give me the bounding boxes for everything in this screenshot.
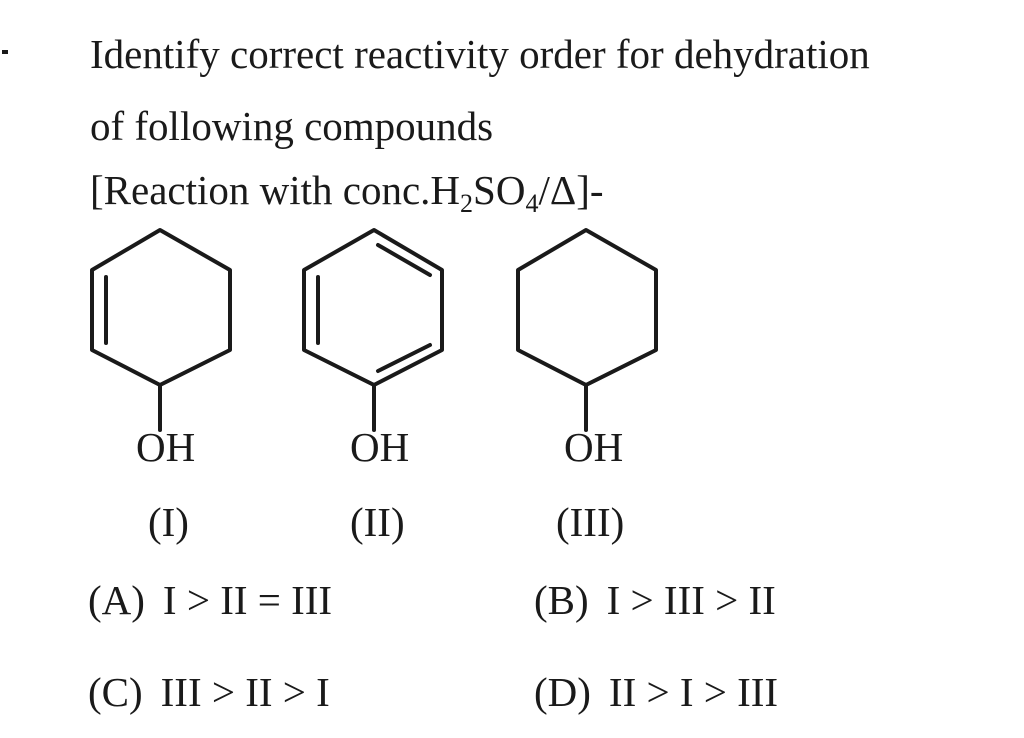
- compound-1-oh: OH: [136, 424, 196, 470]
- option-c-label: (C): [88, 669, 143, 715]
- option-a-label: (A): [88, 577, 145, 623]
- compound-3-oh: OH: [564, 424, 624, 470]
- compound-2-label: (II): [350, 499, 405, 545]
- option-b-label: (B): [534, 577, 589, 623]
- question-line-2: of following compounds: [90, 103, 494, 149]
- compound-2-structure: [292, 225, 462, 475]
- option-d-label: (D): [534, 669, 591, 715]
- condition-prefix: [Reaction with conc.H: [90, 167, 461, 213]
- option-b-text: I > III > II: [606, 577, 776, 623]
- option-d[interactable]: (D) II > I > III: [534, 664, 778, 720]
- condition-subscript-2: 2: [460, 189, 474, 218]
- compound-1-structure: [80, 225, 250, 475]
- condition-middle: SO: [473, 167, 526, 213]
- condition-suffix: /Δ]-: [538, 167, 604, 213]
- cyclohexanol-ring-diagram: [516, 228, 658, 432]
- option-b[interactable]: (B) I > III > II: [534, 572, 776, 628]
- question-text: Identify correct reactivity order for de…: [90, 18, 1010, 162]
- compound-3-structure: [506, 225, 676, 475]
- condition-subscript-4: 4: [525, 189, 539, 218]
- option-a-text: I > II = III: [162, 577, 333, 623]
- reaction-condition: [Reaction with conc.H2SO4/Δ]-: [90, 162, 604, 218]
- cyclohexenol-ring-diagram: [90, 228, 232, 432]
- compound-2-oh: OH: [350, 424, 410, 470]
- option-a[interactable]: (A) I > II = III: [88, 572, 332, 628]
- option-c[interactable]: (C) III > II > I: [88, 664, 330, 720]
- option-c-text: III > II > I: [160, 669, 330, 715]
- compound-3-label: (III): [556, 499, 625, 545]
- question-line-1: Identify correct reactivity order for de…: [90, 31, 870, 77]
- question-bullet: [2, 50, 8, 54]
- phenol-ring-diagram: [302, 228, 444, 432]
- option-d-text: II > I > III: [608, 669, 779, 715]
- compound-1-label: (I): [148, 499, 189, 545]
